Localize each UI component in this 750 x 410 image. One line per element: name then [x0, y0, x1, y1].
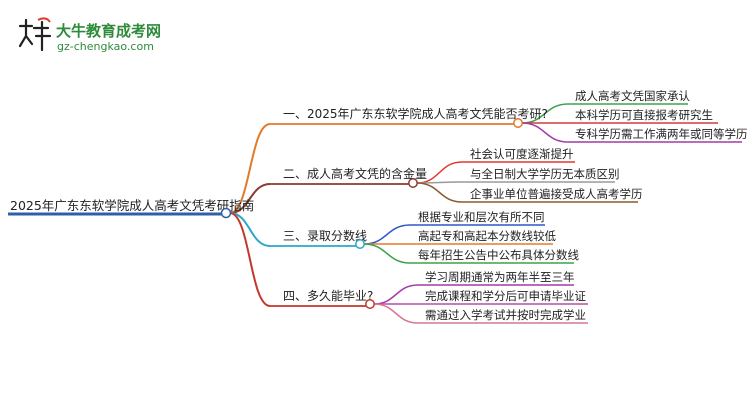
branch-3-label: 三、录取分数线 [283, 228, 367, 243]
root-to-branch-2-link [229, 183, 271, 214]
branch-1-handle[interactable] [513, 118, 523, 128]
branch-2-child-3[interactable]: 企事业单位普遍接受成人高考学历 [470, 187, 643, 201]
branch-3-child-3[interactable]: 每年招生公告中公布具体分数线 [418, 248, 579, 262]
branch-2-label: 二、成人高考文凭的含金量 [283, 166, 427, 181]
branch-4-child-2[interactable]: 完成课程和学分后可申请毕业证 [425, 289, 586, 303]
branch-3-child-1[interactable]: 根据专业和层次有所不同 [418, 210, 545, 224]
branch-1-to-child-3-link [521, 122, 569, 143]
root-topic[interactable]: 2025年广东东软学院成人高考文凭考研指南 [8, 198, 254, 219]
branch-3-child-2[interactable]: 高起专和高起本分数线较低 [418, 229, 556, 243]
branch-1-child-3[interactable]: 专科学历需工作满两年或同等学历 [575, 127, 748, 141]
branch-1[interactable]: 一、2025年广东东软学院成人高考文凭能否考研? 成人高考文凭国家承认 本科学历… [270, 89, 748, 143]
branch-4-child-1[interactable]: 学习周期通常为两年半至三年 [425, 270, 575, 284]
logo-title: 大牛教育成考网 [56, 22, 162, 40]
branch-2-child-1[interactable]: 社会认可度逐渐提升 [470, 147, 574, 161]
root-to-branch-1-link [229, 123, 271, 214]
site-logo[interactable]: 大牛教育成考网 gz-chengkao.com [14, 14, 174, 54]
branch-1-label: 一、2025年广东东软学院成人高考文凭能否考研? [283, 106, 548, 121]
branch-4[interactable]: 四、多久能毕业? 学习周期通常为两年半至三年 完成课程和学分后可申请毕业证 需通… [270, 270, 588, 324]
branch-3-handle[interactable] [355, 239, 365, 249]
branch-4-child-3[interactable]: 需通过入学考试并按时完成学业 [425, 308, 586, 322]
branch-1-child-2[interactable]: 本科学历可直接报考研究生 [575, 108, 713, 122]
branch-4-to-child-3-link [373, 303, 419, 324]
branch-1-child-1[interactable]: 成人高考文凭国家承认 [575, 89, 690, 103]
branch-4-handle[interactable] [365, 299, 375, 309]
root-to-branch-3-link [229, 212, 271, 247]
branch-2-handle[interactable] [408, 178, 418, 188]
logo-url: gz-chengkao.com [57, 40, 154, 53]
branch-3-to-child-3-link [363, 243, 411, 264]
branch-2-child-2[interactable]: 与全日制大学学历无本质区别 [470, 167, 620, 181]
branch-3[interactable]: 三、录取分数线 根据专业和层次有所不同 高起专和高起本分数线较低 每年招生公告中… [270, 210, 579, 264]
root-to-branch-4-link [229, 212, 271, 307]
branch-2-to-child-3-link [416, 182, 463, 203]
mind-map-links [229, 103, 569, 324]
logo-mark-icon [18, 17, 52, 52]
branch-4-label: 四、多久能毕业? [283, 289, 373, 303]
branch-4-to-child-1-link [373, 284, 419, 305]
branch-2[interactable]: 二、成人高考文凭的含金量 社会认可度逐渐提升 与全日制大学学历无本质区别 企事业… [270, 147, 643, 203]
branch-3-to-child-1-link [363, 224, 411, 245]
root-node-handle[interactable] [220, 207, 232, 219]
root-topic-label: 2025年广东东软学院成人高考文凭考研指南 [10, 198, 254, 213]
